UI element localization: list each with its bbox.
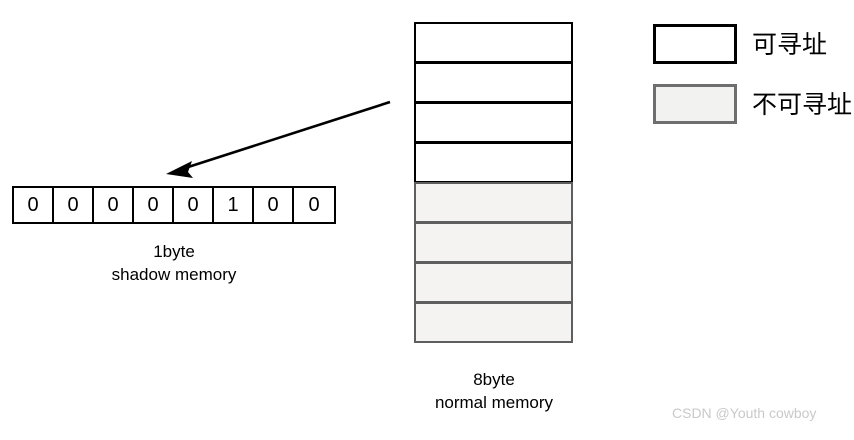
shadow-bit-cell: 0 xyxy=(134,188,174,222)
legend-swatch-unaddressable xyxy=(653,84,737,124)
memory-cell-unaddressable xyxy=(414,302,573,343)
memory-cell-addressable xyxy=(414,62,573,103)
memory-cell-addressable xyxy=(414,142,573,183)
normal-memory-size-label: 8byte xyxy=(473,370,515,389)
shadow-bit-cell: 0 xyxy=(14,188,54,222)
shadow-memory-byte: 0 0 0 0 0 1 0 0 xyxy=(12,186,336,224)
shadow-memory-caption: 1byte shadow memory xyxy=(12,240,336,286)
memory-cell-unaddressable xyxy=(414,222,573,263)
legend: 可寻址 不可寻址 xyxy=(653,24,852,144)
shadow-bit-cell: 0 xyxy=(94,188,134,222)
normal-memory-column xyxy=(414,22,573,343)
shadow-bit-cell: 0 xyxy=(294,188,334,222)
legend-item-addressable: 可寻址 xyxy=(653,24,852,64)
shadow-bit-cell: 0 xyxy=(254,188,294,222)
legend-label-addressable: 可寻址 xyxy=(752,29,828,59)
normal-memory-caption: 8byte normal memory xyxy=(394,368,594,414)
memory-cell-unaddressable xyxy=(414,262,573,303)
shadow-bit-cell: 0 xyxy=(54,188,94,222)
shadow-bit-cell: 0 xyxy=(174,188,214,222)
shadow-memory-size-label: 1byte xyxy=(153,242,195,261)
memory-cell-addressable xyxy=(414,22,573,63)
watermark-text: CSDN @Youth cowboy xyxy=(672,405,817,421)
normal-memory-name-label: normal memory xyxy=(434,393,554,412)
memory-cell-unaddressable xyxy=(414,182,573,223)
shadow-bit-cell: 1 xyxy=(214,188,254,222)
legend-swatch-addressable xyxy=(653,24,737,64)
shadow-memory-name-label: shadow memory xyxy=(111,265,237,284)
legend-item-unaddressable: 不可寻址 xyxy=(653,84,852,124)
memory-cell-addressable xyxy=(414,102,573,143)
legend-label-unaddressable: 不可寻址 xyxy=(752,89,853,119)
